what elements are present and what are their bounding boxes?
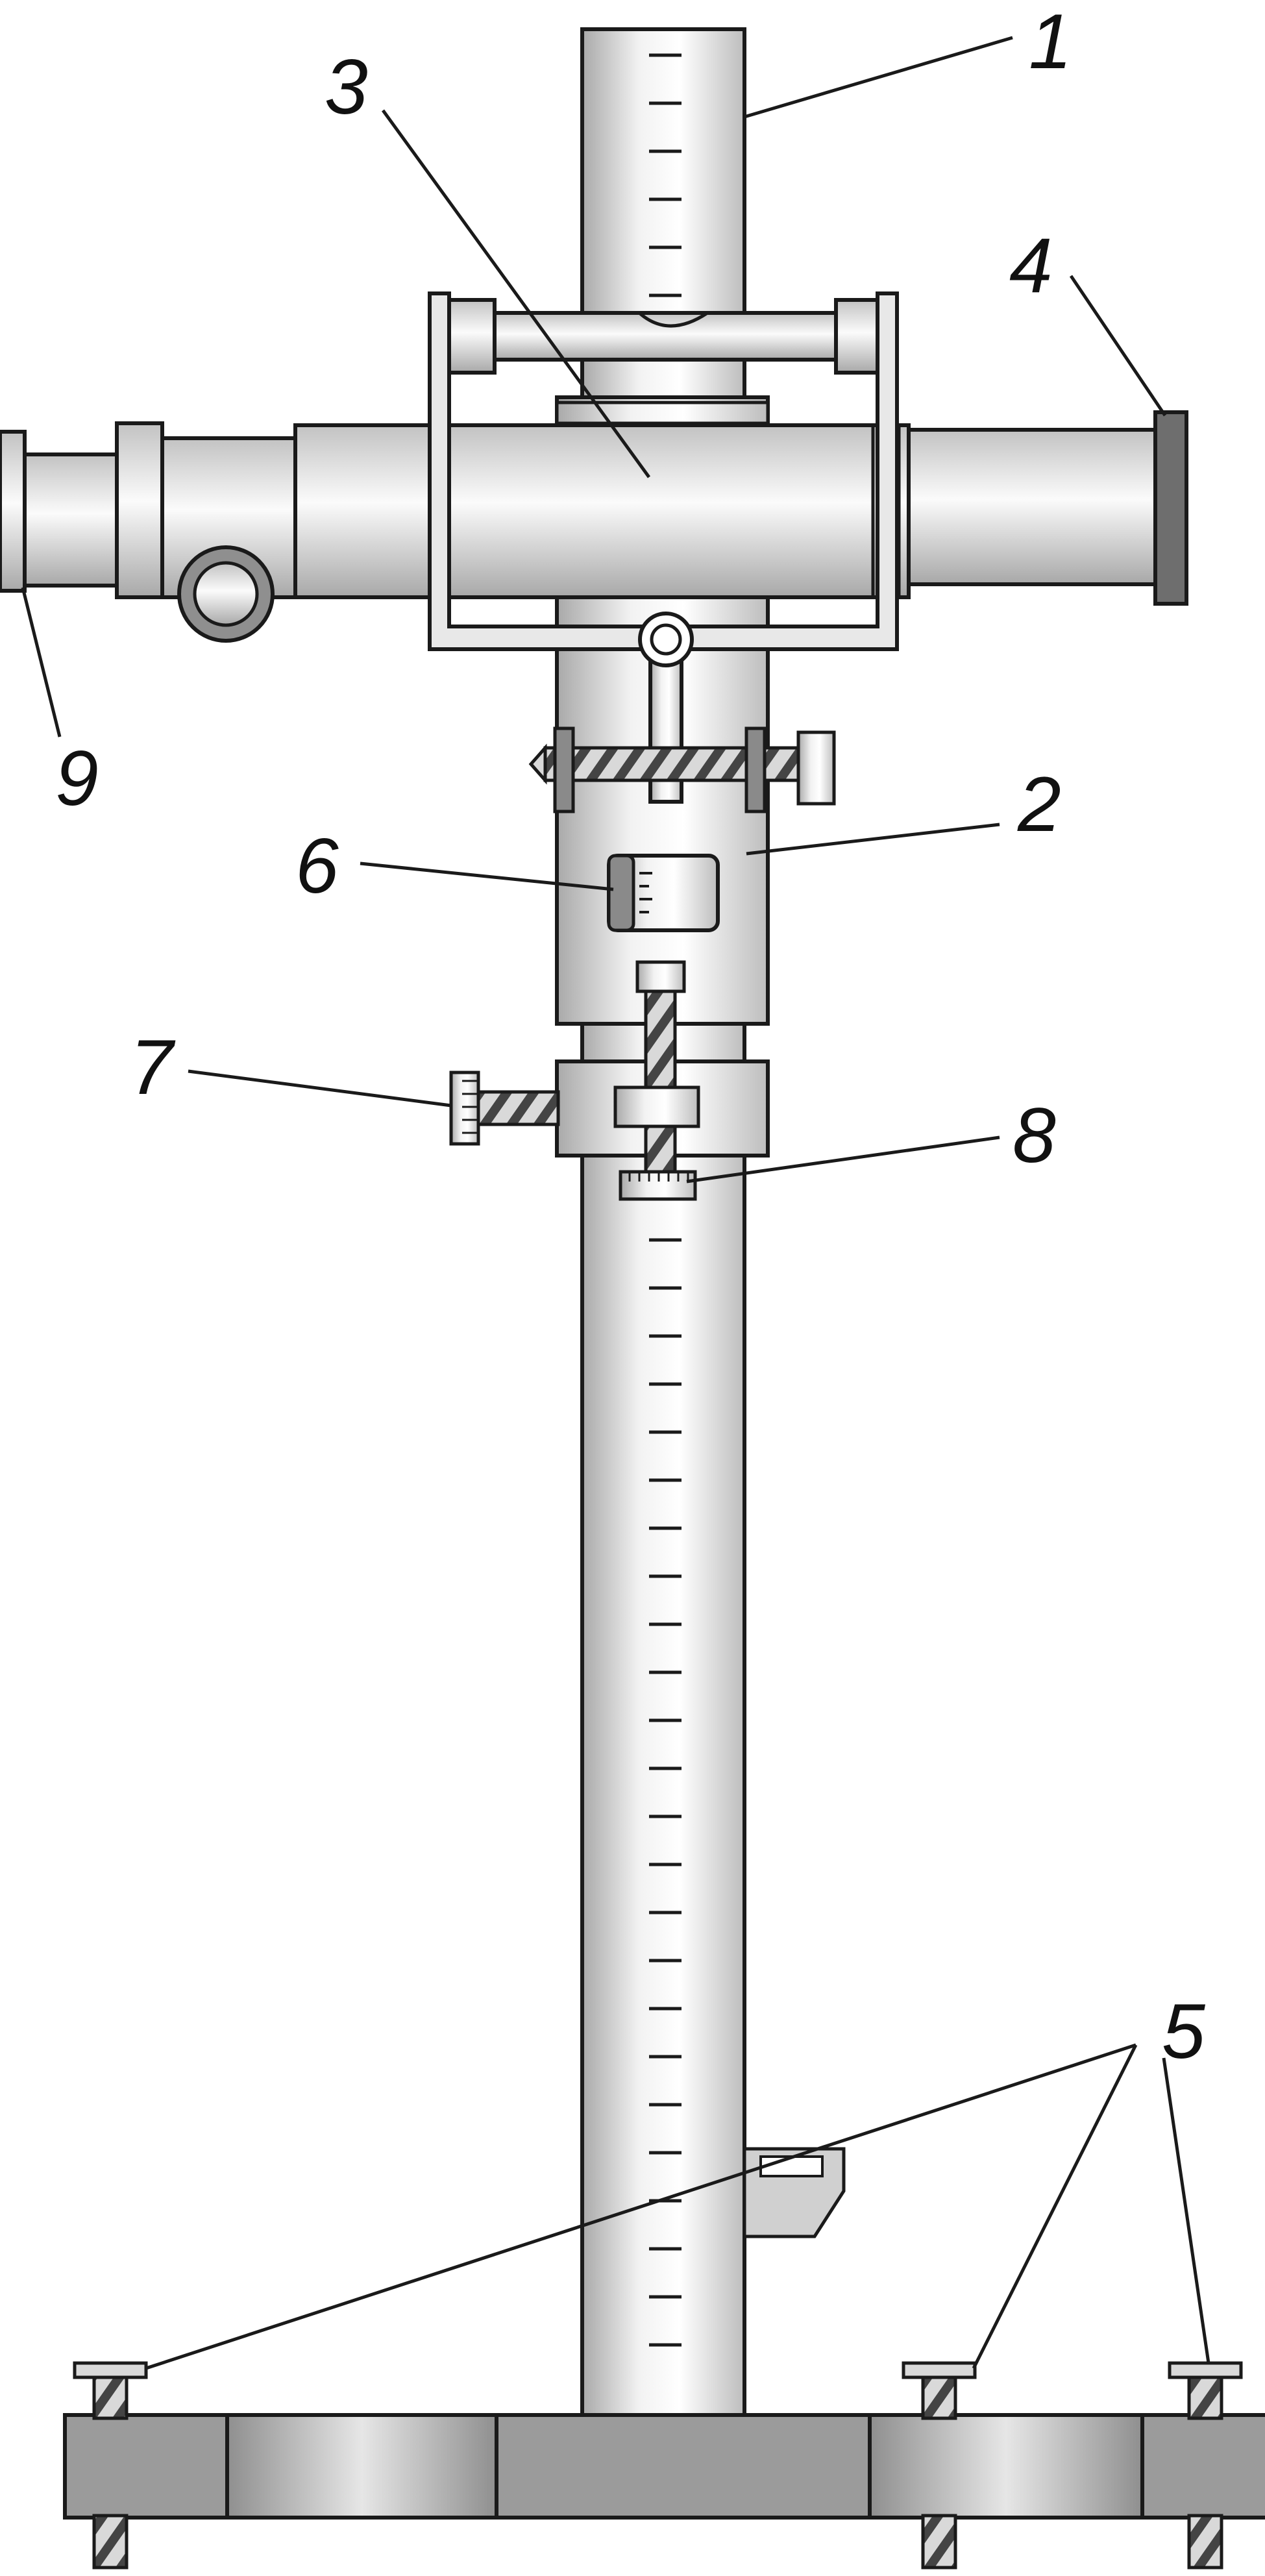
callouts: 1 3 4 9 2 6 7 8 5 [55, 0, 1206, 2075]
clamp-screw [449, 1071, 560, 1146]
callout-6: 6 [295, 823, 339, 910]
leader-5b [972, 2044, 1138, 2370]
tilt-screw [528, 726, 836, 813]
vernier-window [607, 854, 720, 932]
fine-adjust-screw [613, 960, 700, 1201]
callout-5: 5 [1162, 1988, 1206, 2075]
telescope [0, 298, 1188, 643]
leader-5a [145, 2043, 1136, 2370]
leader-1 [744, 36, 1013, 119]
column-bracket [743, 2147, 846, 2238]
callout-2: 2 [1017, 761, 1061, 848]
base [63, 2413, 1265, 2520]
leveling-screw-left [73, 2361, 148, 2570]
leader-lines [21, 36, 1210, 2370]
callout-3: 3 [325, 43, 368, 130]
callout-9: 9 [55, 735, 99, 822]
callout-1: 1 [1029, 0, 1072, 85]
leader-4 [1069, 275, 1167, 417]
leveling-screw-middle [902, 2361, 977, 2570]
leader-8 [686, 1135, 1000, 1183]
leader-3 [381, 109, 651, 478]
callout-4: 4 [1009, 222, 1053, 309]
telescope-yoke [428, 291, 899, 651]
column-scale-lower [649, 1238, 682, 2347]
leader-6 [360, 861, 614, 891]
callout-7: 7 [130, 1024, 176, 1111]
leader-5c [1162, 2057, 1210, 2364]
leader-7 [188, 1069, 452, 1108]
column [580, 27, 746, 2420]
leader-2 [746, 823, 1000, 856]
callout-8: 8 [1013, 1092, 1056, 1179]
leader-9 [21, 587, 62, 737]
leveling-screw-right [1168, 2361, 1243, 2570]
